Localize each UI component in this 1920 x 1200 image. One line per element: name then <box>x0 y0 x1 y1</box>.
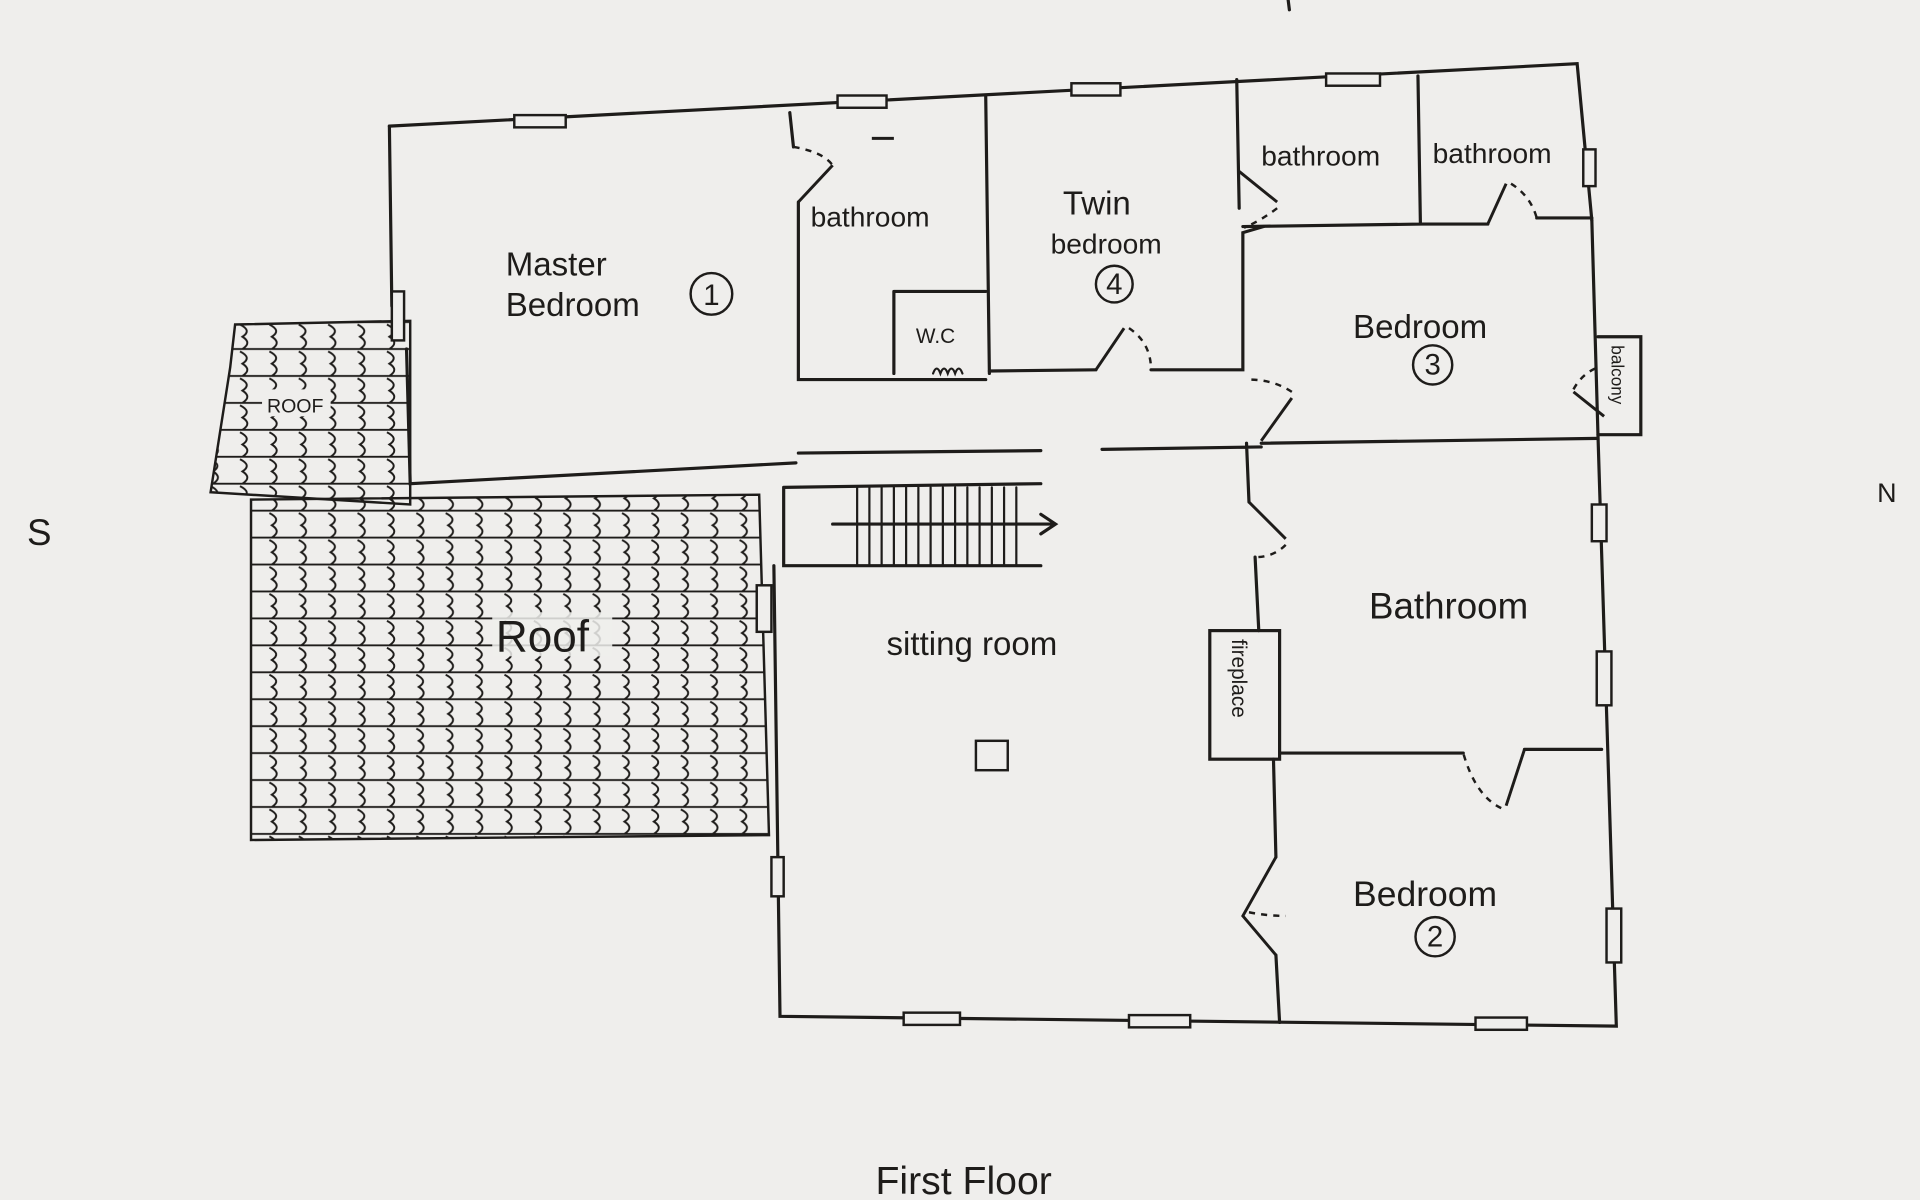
bedroom-2-label: Bedroom <box>1353 874 1497 914</box>
room-number-circle <box>1414 915 1456 958</box>
tick-mark <box>1286 0 1291 12</box>
stair-arrow-icon <box>831 512 1059 536</box>
room-number-circle <box>689 271 734 316</box>
sitting-room-label: sitting room <box>887 626 1058 663</box>
master-bedroom-label-2: Bedroom <box>506 287 640 324</box>
walls <box>387 62 1643 1028</box>
room-number-circle <box>1094 264 1134 304</box>
bedroom-3-label: Bedroom <box>1353 309 1487 346</box>
master-bedroom-label-1: Master <box>506 247 607 284</box>
compass-north: N <box>1877 478 1896 508</box>
doors <box>793 136 1605 957</box>
master-bathroom-label: bathroom <box>811 202 930 233</box>
balcony-label: balcony <box>1607 345 1627 404</box>
master-bedroom-number: 1 <box>703 279 719 312</box>
fireplace-label: fireplace <box>1227 639 1250 718</box>
floor-title: First Floor <box>876 1160 1052 1200</box>
windows <box>390 72 1623 1032</box>
staircase <box>831 486 1059 567</box>
compass-south: S <box>27 512 51 553</box>
wc-label: W.C <box>916 325 955 348</box>
bedroom-3-number: 3 <box>1424 349 1440 382</box>
bathroom-a-label: bathroom <box>1261 140 1380 171</box>
bathroom-b-label: bathroom <box>1433 138 1552 169</box>
bedroom-2-number: 2 <box>1427 921 1443 954</box>
bathroom-large-label: Bathroom <box>1369 585 1528 626</box>
twin-bedroom-label-1: Twin <box>1063 185 1131 222</box>
twin-bedroom-label-2: bedroom <box>1051 228 1162 259</box>
twin-bedroom-number: 4 <box>1106 268 1122 301</box>
roof-small-label: ROOF <box>267 396 324 418</box>
roof-large-label: Roof <box>496 612 590 661</box>
roof-small: ROOF <box>209 319 412 506</box>
roof-large: Roof <box>249 493 771 842</box>
room-number-circle <box>1411 344 1454 386</box>
